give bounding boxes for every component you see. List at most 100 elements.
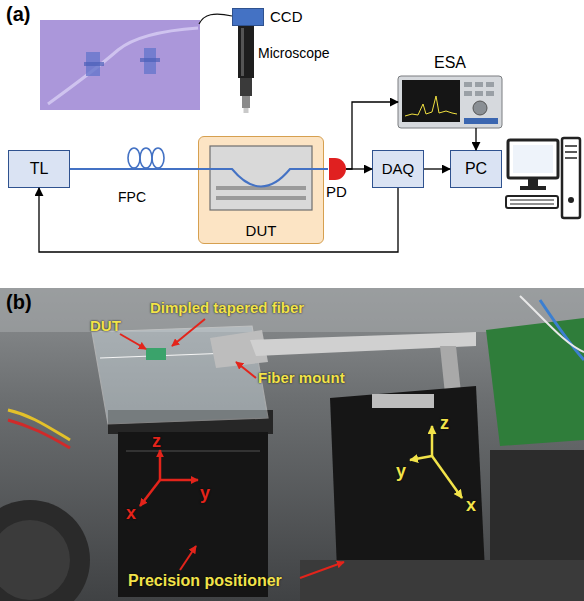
esa-instrument <box>464 91 472 96</box>
esa-instrument <box>398 76 502 128</box>
axis-arrows <box>140 426 462 506</box>
microscope-label: Microscope <box>258 46 330 61</box>
axis-arrows <box>431 426 434 456</box>
computer-icon <box>528 178 538 186</box>
esa-instrument <box>475 91 483 96</box>
pointer-arrows <box>236 362 256 378</box>
esa-instrument <box>486 82 494 87</box>
setup-photo <box>540 300 584 360</box>
esa-instrument <box>405 96 457 116</box>
setup-photo <box>8 420 70 448</box>
computer-icon <box>510 200 554 201</box>
signal-connector <box>346 102 398 169</box>
esa-instrument <box>464 118 498 124</box>
node-label: CCD <box>270 9 303 26</box>
setup-photo <box>108 410 273 434</box>
computer-icon <box>565 157 577 159</box>
setup-photo <box>250 332 476 356</box>
setup-photo <box>92 326 268 424</box>
esa-instrument <box>486 91 494 96</box>
pointer-arrows <box>120 319 344 578</box>
setup-photo <box>100 352 256 358</box>
daq-box: DAQ <box>372 150 424 188</box>
computer-icon <box>565 145 577 147</box>
signal-connector <box>475 128 476 150</box>
device-box: DUT <box>198 136 324 244</box>
setup-photo <box>146 348 166 360</box>
part-label: Dimpled tapered fiber <box>150 300 304 317</box>
dut-chip <box>216 196 306 200</box>
node-label: DUT <box>246 223 277 240</box>
axis-label: z <box>152 432 161 452</box>
axis-label: x <box>466 496 476 516</box>
axis-arrows <box>140 480 160 506</box>
polarization-controller-coils <box>128 148 164 168</box>
microscope-image <box>40 20 200 110</box>
microscope-image <box>40 20 200 110</box>
axis-label: z <box>440 414 449 434</box>
dut-chip <box>216 186 306 190</box>
photodetector-symbol <box>329 158 346 180</box>
polarization-controller-coils <box>152 148 164 168</box>
signal-connector <box>70 168 198 170</box>
microscope-symbol <box>244 108 249 113</box>
polarization-controller-coils <box>128 148 140 168</box>
computer-icon <box>510 204 554 205</box>
part-label: DUT <box>90 318 121 335</box>
computer-icon <box>508 140 558 178</box>
microscope-symbol <box>238 26 254 113</box>
signal-connector <box>39 188 398 252</box>
microscope-symbol <box>238 26 254 78</box>
setup-photo <box>490 450 584 560</box>
computer-icon <box>506 196 558 208</box>
computer-icon <box>568 197 574 203</box>
setup-photo <box>118 432 268 597</box>
axis-label: y <box>200 484 210 504</box>
esa-instrument <box>402 80 460 122</box>
setup-photo <box>0 288 584 332</box>
axis-label: x <box>126 504 136 524</box>
microscope-image <box>144 48 156 74</box>
node-label: PC <box>465 160 487 178</box>
ccd-cable <box>199 14 232 24</box>
signal-connector <box>424 168 450 169</box>
ccd-cable <box>199 14 232 24</box>
node-label: DAQ <box>382 161 415 178</box>
esa-instrument <box>475 82 483 87</box>
microscope-symbol <box>240 78 252 96</box>
pointer-arrows <box>120 334 146 349</box>
setup-photo <box>300 560 584 601</box>
microscope-symbol <box>242 96 250 108</box>
laser-box: TL <box>8 150 70 188</box>
axis-arrows <box>160 479 198 482</box>
axis-arrows <box>410 456 432 460</box>
polarization-controller-coils <box>140 148 152 168</box>
computer-icon <box>562 138 580 218</box>
setup-photo <box>210 330 268 368</box>
axis-label: y <box>396 462 406 482</box>
setup-photo <box>330 386 486 594</box>
computer-icon <box>513 145 553 173</box>
analyzer-box: ESA <box>398 76 502 128</box>
axis-arrows <box>432 456 462 498</box>
setup-photo <box>126 450 260 452</box>
pointer-arrows <box>180 546 196 570</box>
axis-arrows <box>159 450 162 480</box>
dut-chip <box>210 146 312 210</box>
component-label: FPC <box>118 190 146 205</box>
setup-photo <box>8 410 70 440</box>
signal-connector <box>324 168 328 170</box>
microscope-image <box>84 62 104 66</box>
setup-photo <box>486 318 584 446</box>
signal-connector <box>346 168 372 169</box>
microscope-image <box>140 58 160 62</box>
computer-icon <box>520 186 546 190</box>
part-label: Fiber mount <box>258 370 345 387</box>
computer-box: PC <box>450 150 502 188</box>
esa-instrument <box>464 82 472 87</box>
pointer-arrows <box>300 562 344 578</box>
